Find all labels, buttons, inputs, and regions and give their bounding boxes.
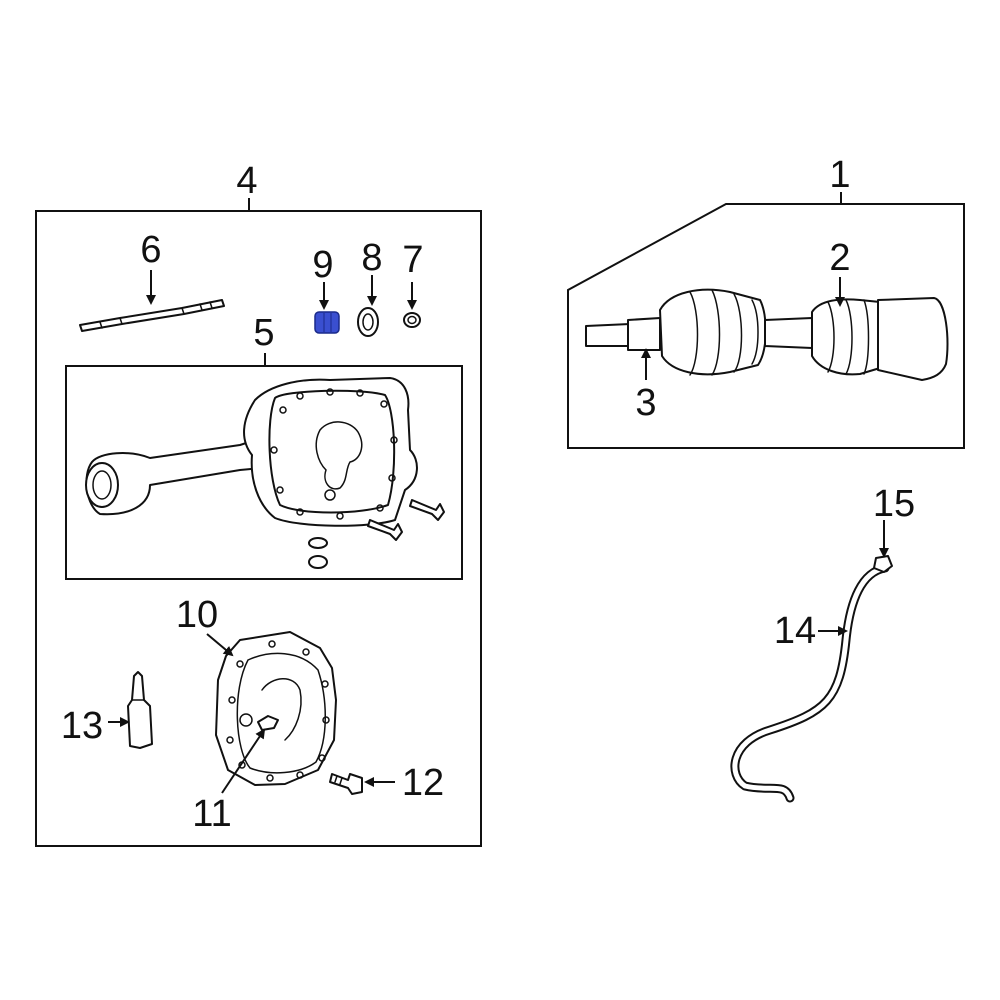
- callout-6: 6: [140, 229, 161, 271]
- axle-shaft-box: [567, 203, 965, 449]
- callout-1: 1: [829, 154, 850, 196]
- washer-part-8: [357, 307, 379, 337]
- ring-part-7: [403, 312, 421, 328]
- axle-housing-illustration: [85, 377, 445, 569]
- callout-10-leader: [206, 633, 234, 657]
- bushing-part-9-highlighted: [314, 311, 340, 334]
- vent-hose-part-14: [730, 563, 890, 803]
- callout-9: 9: [312, 244, 333, 286]
- callout-11-leader: [221, 728, 266, 794]
- callout-8: 8: [361, 237, 382, 279]
- callout-4: 4: [236, 160, 257, 202]
- cover-part-10: [215, 631, 337, 786]
- vent-fitting-part-15: [873, 555, 893, 573]
- callout-2: 2: [829, 237, 850, 279]
- callout-11: 11: [192, 793, 231, 835]
- callout-10: 10: [176, 594, 218, 636]
- axle-assembly-box: [35, 210, 482, 847]
- bolt-part-12: [329, 773, 363, 795]
- shaft-part-6: [79, 299, 225, 332]
- sealant-tube-part-13: [127, 671, 153, 749]
- callout-5: 5: [253, 312, 274, 354]
- cv-axle-illustration: [585, 288, 949, 381]
- callout-3: 3: [635, 382, 656, 424]
- callout-12: 12: [402, 762, 444, 804]
- callout-13: 13: [61, 705, 103, 747]
- callout-7: 7: [402, 239, 423, 281]
- callout-15: 15: [873, 483, 915, 525]
- callout-14: 14: [774, 610, 816, 652]
